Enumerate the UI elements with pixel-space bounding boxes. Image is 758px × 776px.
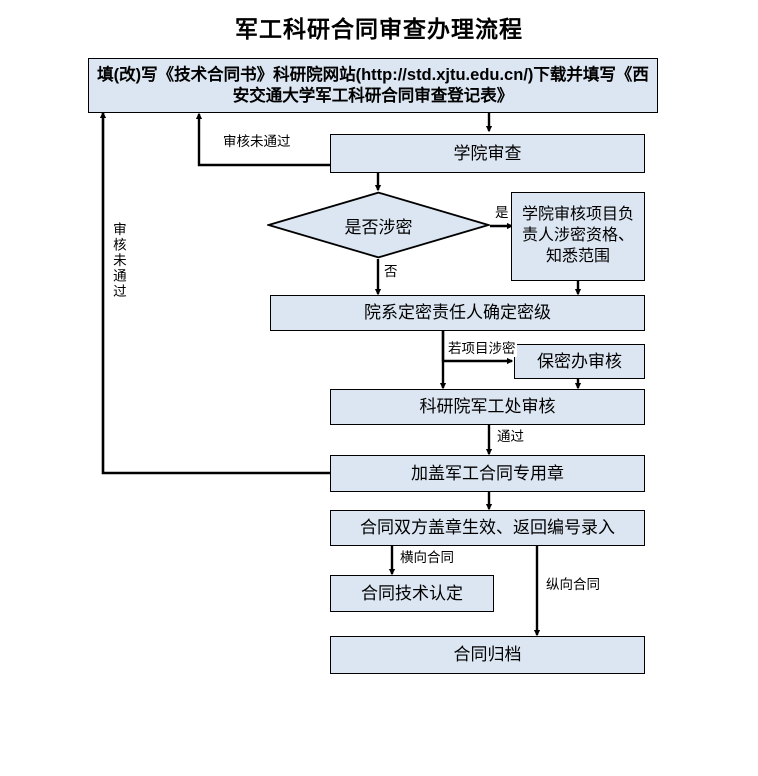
node-is-classified-label: 是否涉密 bbox=[344, 217, 413, 237]
node-stamp-contract[interactable]: 加盖军工合同专用章 bbox=[330, 455, 645, 492]
edge-label-pass: 通过 bbox=[496, 429, 525, 445]
edge-label-vertical-contract: 纵向合同 bbox=[545, 577, 601, 593]
node-college-review[interactable]: 学院审查 bbox=[330, 134, 645, 173]
node-both-parties-stamp[interactable]: 合同双方盖章生效、返回编号录入 bbox=[330, 510, 645, 546]
node-research-institute-review[interactable]: 科研院军工处审核 bbox=[330, 389, 645, 425]
node-determine-secrecy-level[interactable]: 院系定密责任人确定密级 bbox=[270, 295, 645, 331]
edge-label-if-secret: 若项目涉密 bbox=[447, 341, 517, 357]
edge-label-horizontal-contract: 横向合同 bbox=[399, 550, 455, 566]
node-is-classified-decision[interactable]: 是否涉密 bbox=[267, 191, 490, 259]
edge-label-no: 否 bbox=[383, 264, 399, 280]
edge-label-reject-top: 审核未通过 bbox=[222, 134, 292, 150]
node-contract-archive[interactable]: 合同归档 bbox=[330, 636, 645, 674]
node-fill-contract-form[interactable]: 填(改)写《技术合同书》科研院网站(http://std.xjtu.edu.cn… bbox=[88, 58, 658, 113]
edge-n8-to-n1-rejected bbox=[99, 111, 330, 475]
node-review-pm-clearance[interactable]: 学院审核项目负责人涉密资格、知悉范围 bbox=[511, 192, 645, 281]
node-security-office-review[interactable]: 保密办审核 bbox=[514, 344, 645, 379]
edge-label-yes: 是 bbox=[494, 205, 510, 221]
page-title: 军工科研合同审查办理流程 bbox=[235, 16, 523, 42]
edge-label-reject-left: 审核未通过 bbox=[109, 222, 126, 300]
node-technical-certification[interactable]: 合同技术认定 bbox=[330, 575, 494, 612]
diamond-shape bbox=[267, 191, 490, 259]
